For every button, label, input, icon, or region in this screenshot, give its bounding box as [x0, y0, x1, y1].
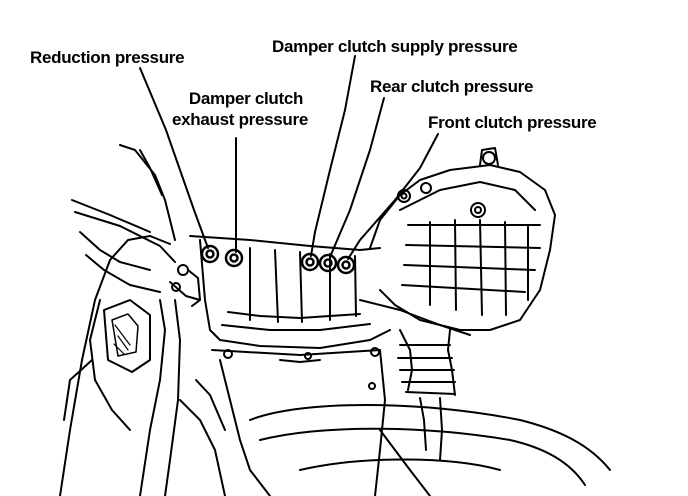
callout-front-clutch-pressure: Front clutch pressure: [428, 113, 597, 132]
output-boot: [397, 329, 456, 461]
callout-reduction-pressure: Reduction pressure: [30, 48, 185, 67]
callout-damper-clutch-supply-pressure: Damper clutch supply pressure: [272, 37, 518, 56]
lower-piping: [179, 379, 611, 496]
pressure-ports: [200, 244, 356, 275]
callout-rear-clutch-pressure: Rear clutch pressure: [370, 77, 534, 96]
left-bolt-cluster: [169, 264, 201, 307]
rear-housing: [359, 147, 556, 336]
callout-exhaust-line1: Damper clutch: [188, 89, 304, 108]
callout-damper-clutch-exhaust-pressure: Damper clutch exhaust pressure: [172, 88, 308, 130]
leader-lines: [139, 55, 439, 260]
left-frame: [59, 144, 181, 496]
callout-exhaust-line2: exhaust pressure: [172, 110, 308, 129]
transmission-case: [189, 235, 391, 496]
